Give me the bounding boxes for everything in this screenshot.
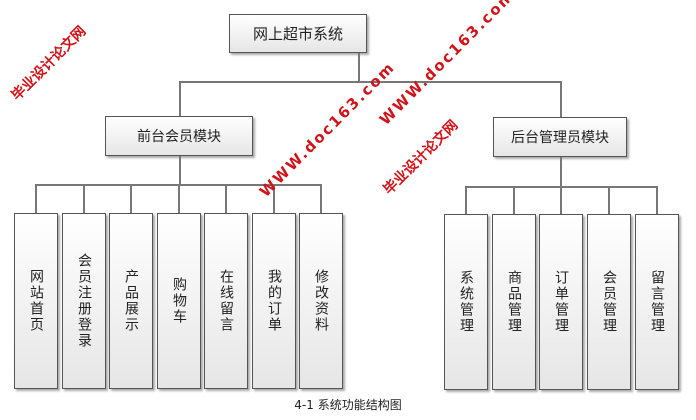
module-frontend: 前台会员模块	[105, 116, 253, 156]
connector	[179, 156, 181, 186]
function-label: 留言管理	[649, 270, 665, 334]
connector	[513, 186, 515, 214]
connector	[560, 81, 562, 118]
function-label: 会员管理	[601, 270, 617, 334]
connector	[130, 184, 132, 213]
module-backend: 后台管理员模块	[493, 117, 627, 157]
connector	[358, 53, 360, 83]
connector	[560, 157, 562, 187]
function-node: 在线留言	[204, 213, 248, 389]
watermark-site: WWW.doc163.com	[375, 0, 519, 129]
function-node: 产品展示	[109, 213, 153, 389]
function-node: 订单管理	[539, 214, 583, 390]
function-node: 留言管理	[635, 214, 679, 390]
root-node: 网上超市系统	[229, 14, 367, 53]
root-label: 网上超市系统	[252, 25, 343, 43]
connector	[83, 184, 85, 213]
function-node: 商品管理	[492, 214, 536, 390]
module-label: 前台会员模块	[137, 129, 221, 145]
function-label: 产品展示	[123, 269, 139, 333]
module-label: 后台管理员模块	[511, 130, 609, 146]
function-node: 会员注册登录	[62, 213, 106, 389]
function-label: 购物车	[171, 277, 187, 325]
function-label: 我的订单	[266, 269, 282, 333]
function-node: 网站首页	[14, 213, 58, 389]
connector	[273, 184, 275, 213]
function-label: 商品管理	[506, 270, 522, 334]
function-label: 订单管理	[553, 270, 569, 334]
connector	[560, 186, 562, 214]
function-node: 修改资料	[299, 213, 343, 389]
connector	[320, 184, 322, 213]
watermark-name: 毕业设计论文网	[380, 117, 462, 198]
watermark-site: WWW.doc163.com	[255, 57, 399, 201]
function-label: 修改资料	[313, 269, 329, 333]
connector	[465, 186, 467, 214]
function-node: 系统管理	[444, 214, 488, 390]
connector	[179, 81, 181, 117]
connector	[608, 186, 610, 214]
function-node: 会员管理	[587, 214, 631, 390]
function-label: 在线留言	[218, 269, 234, 333]
caption: 4-1 系统功能结构图	[294, 398, 402, 412]
connector	[225, 184, 227, 213]
connector	[178, 184, 180, 213]
connector	[179, 81, 562, 83]
function-label: 网站首页	[28, 269, 44, 333]
function-node: 购物车	[157, 213, 201, 389]
function-node: 我的订单	[252, 213, 296, 389]
connector	[35, 184, 37, 213]
function-label: 系统管理	[458, 270, 474, 334]
connector	[656, 186, 658, 214]
watermark-name: 毕业设计论文网	[8, 23, 90, 104]
function-label: 会员注册登录	[76, 253, 92, 349]
